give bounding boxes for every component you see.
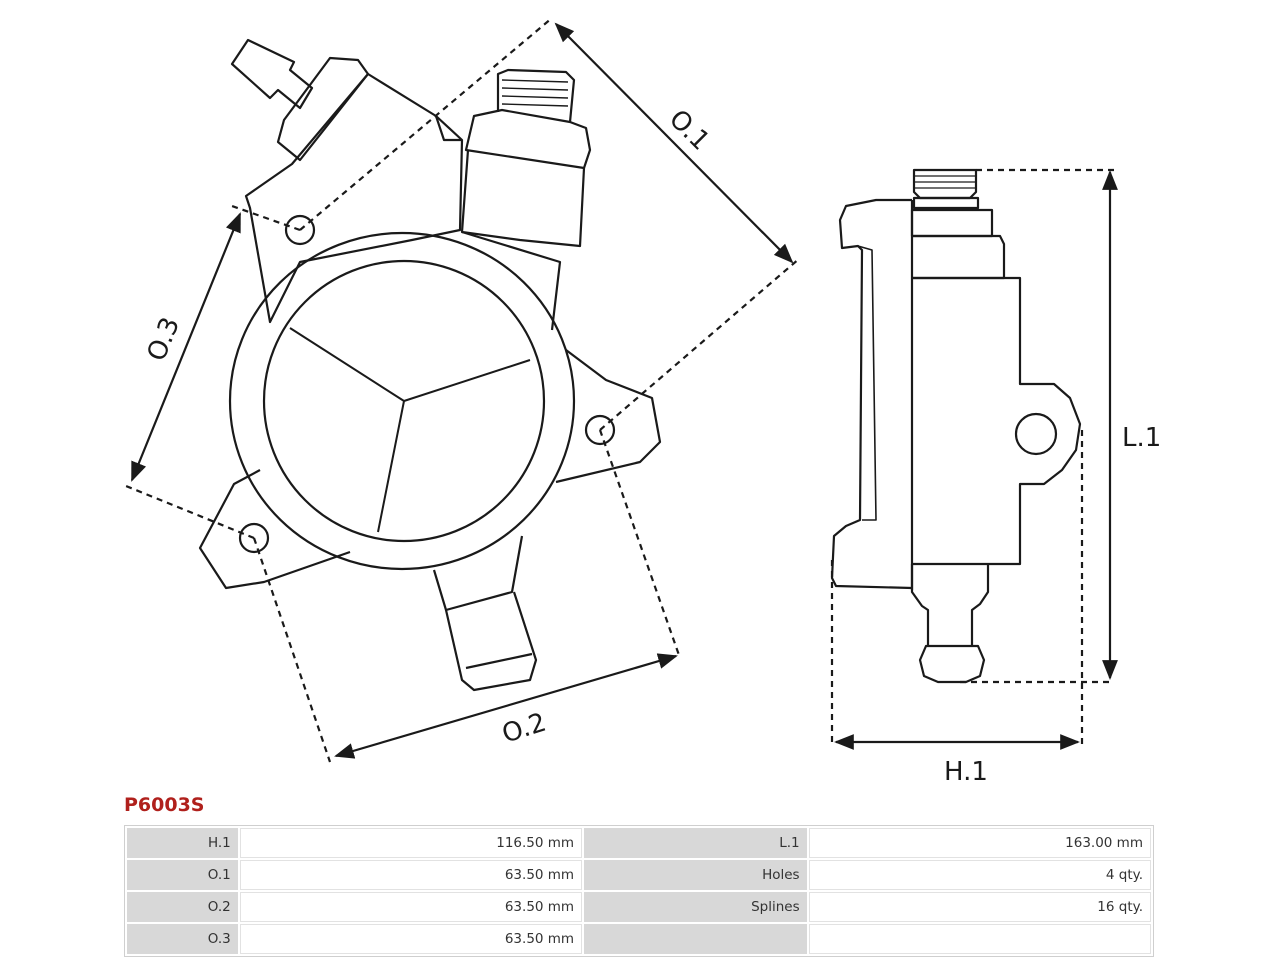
spec-value: 63.50 mm [239, 924, 583, 954]
technical-drawing: O.1 O.3 O.2 L.1 H.1 [125, 17, 1161, 787]
center-spokes [289, 327, 531, 533]
spec-key: O.2 [127, 892, 238, 922]
side-mounting-hole [1014, 412, 1058, 456]
upper-flange [244, 72, 464, 324]
side-body [912, 276, 1082, 566]
side-dimension-lines [834, 170, 1118, 750]
spec-value: 4 qty. [808, 860, 1151, 890]
spec-key: Holes [584, 860, 807, 890]
spec-value [808, 924, 1151, 954]
dimension-h1-label: H.1 [944, 757, 988, 787]
mounting-hole-right [584, 414, 616, 446]
spec-value: 63.50 mm [239, 860, 583, 890]
spec-key: L.1 [584, 828, 807, 858]
front-extension-lines [125, 17, 801, 763]
spec-value: 163.00 mm [808, 828, 1151, 858]
spec-value: 16 qty. [808, 892, 1151, 922]
outer-ring [228, 231, 576, 571]
front-view [198, 38, 662, 692]
lower-hose-nozzle [432, 535, 538, 692]
part-number-title: P6003S [124, 794, 205, 816]
spec-value: 116.50 mm [239, 828, 583, 858]
dimension-l1-label: L.1 [1122, 423, 1161, 453]
mounting-hole-left [238, 522, 270, 554]
left-lobe [198, 469, 351, 590]
dimension-o2-label: O.2 [499, 707, 550, 749]
dimension-o1-label: O.1 [663, 104, 715, 156]
spec-row: O.1 63.50 mm Holes 4 qty. [127, 860, 1151, 890]
dimension-o3-label: O.3 [142, 313, 186, 365]
dimension-o2-line [334, 653, 678, 759]
spec-key: O.1 [127, 860, 238, 890]
spec-key [584, 924, 807, 954]
threaded-outlet [460, 68, 592, 331]
right-lobe [555, 349, 662, 484]
spec-row: O.3 63.50 mm [127, 924, 1151, 954]
side-threaded-fitting [910, 168, 1006, 280]
spec-row: O.2 63.50 mm Splines 16 qty. [127, 892, 1151, 922]
spec-value: 63.50 mm [239, 892, 583, 922]
dimension-o3-line [130, 212, 242, 482]
specifications-table: H.1 116.50 mm L.1 163.00 mm O.1 63.50 mm… [124, 825, 1154, 957]
front-dimension-lines [130, 22, 794, 759]
side-flange [830, 198, 913, 590]
spec-key: O.3 [127, 924, 238, 954]
side-extension-lines [830, 168, 1114, 746]
mounting-hole-top [284, 214, 316, 246]
side-view [830, 168, 1082, 684]
dimension-o1-line [554, 22, 794, 264]
spec-key: H.1 [127, 828, 238, 858]
spec-row: H.1 116.50 mm L.1 163.00 mm [127, 828, 1151, 858]
spec-key: Splines [584, 892, 807, 922]
upper-hose-nozzle [230, 38, 370, 162]
side-lower-nozzle [910, 564, 990, 646]
inner-disc [262, 259, 546, 543]
